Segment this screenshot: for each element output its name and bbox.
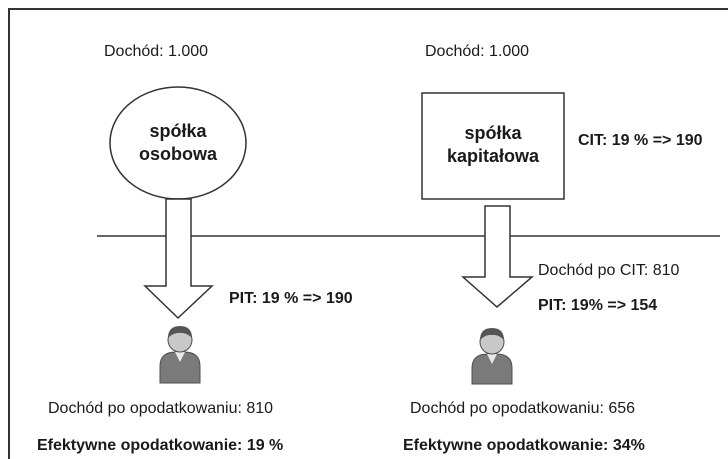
company-label-line1: spółka (464, 123, 522, 143)
person-icon (471, 328, 513, 385)
down-arrow-icon (143, 198, 214, 320)
diagram-frame (8, 8, 728, 459)
left-pit-label: PIT: 19 % => 190 (229, 290, 353, 307)
right-income-label: Dochód: 1.000 (425, 43, 530, 60)
company-label-line2: kapitałowa (446, 146, 540, 166)
down-arrow-icon (461, 205, 535, 308)
left-income-label: Dochód: 1.000 (104, 43, 209, 60)
partnership-label-line1: spółka (149, 121, 207, 141)
right-effective-tax-label: Efektywne opodatkowanie: 34% (403, 437, 645, 454)
company-label: spółka kapitałowa (433, 122, 553, 168)
company-box (421, 92, 565, 200)
left-after-tax-label: Dochód po opodatkowaniu: 810 (48, 400, 274, 417)
cit-label: CIT: 19 % => 190 (578, 132, 703, 149)
partnership-label-line2: osobowa (138, 144, 217, 164)
person-icon (159, 326, 201, 384)
after-cit-label: Dochód po CIT: 810 (538, 262, 680, 279)
partnership-label: spółka osobowa (118, 120, 238, 166)
left-effective-tax-label: Efektywne opodatkowanie: 19 % (37, 437, 284, 454)
right-after-tax-label: Dochód po opodatkowaniu: 656 (410, 400, 636, 417)
right-pit-label: PIT: 19% => 154 (538, 297, 658, 314)
